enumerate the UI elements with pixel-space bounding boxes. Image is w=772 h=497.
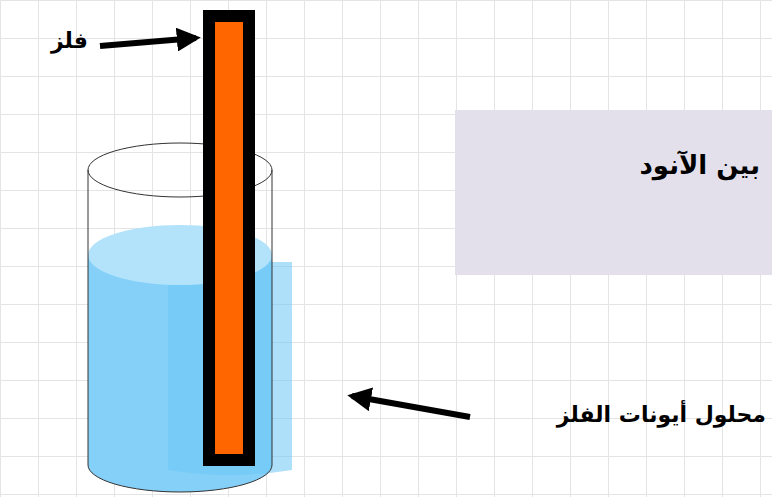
metal-rod-border bbox=[203, 10, 255, 466]
callout-label: فلز bbox=[51, 28, 88, 53]
beaker-base bbox=[88, 465, 272, 492]
leader-arrow bbox=[352, 396, 470, 417]
callout-label: محلول أيونات الفلز bbox=[557, 402, 766, 427]
leader-arrow bbox=[100, 38, 196, 46]
metal-rod bbox=[215, 22, 243, 454]
text-panel: بين الآنود bbox=[455, 110, 772, 275]
panel-text: بين الآنود bbox=[639, 150, 760, 180]
beaker-wall bbox=[272, 170, 273, 465]
beaker-wall bbox=[88, 170, 89, 465]
